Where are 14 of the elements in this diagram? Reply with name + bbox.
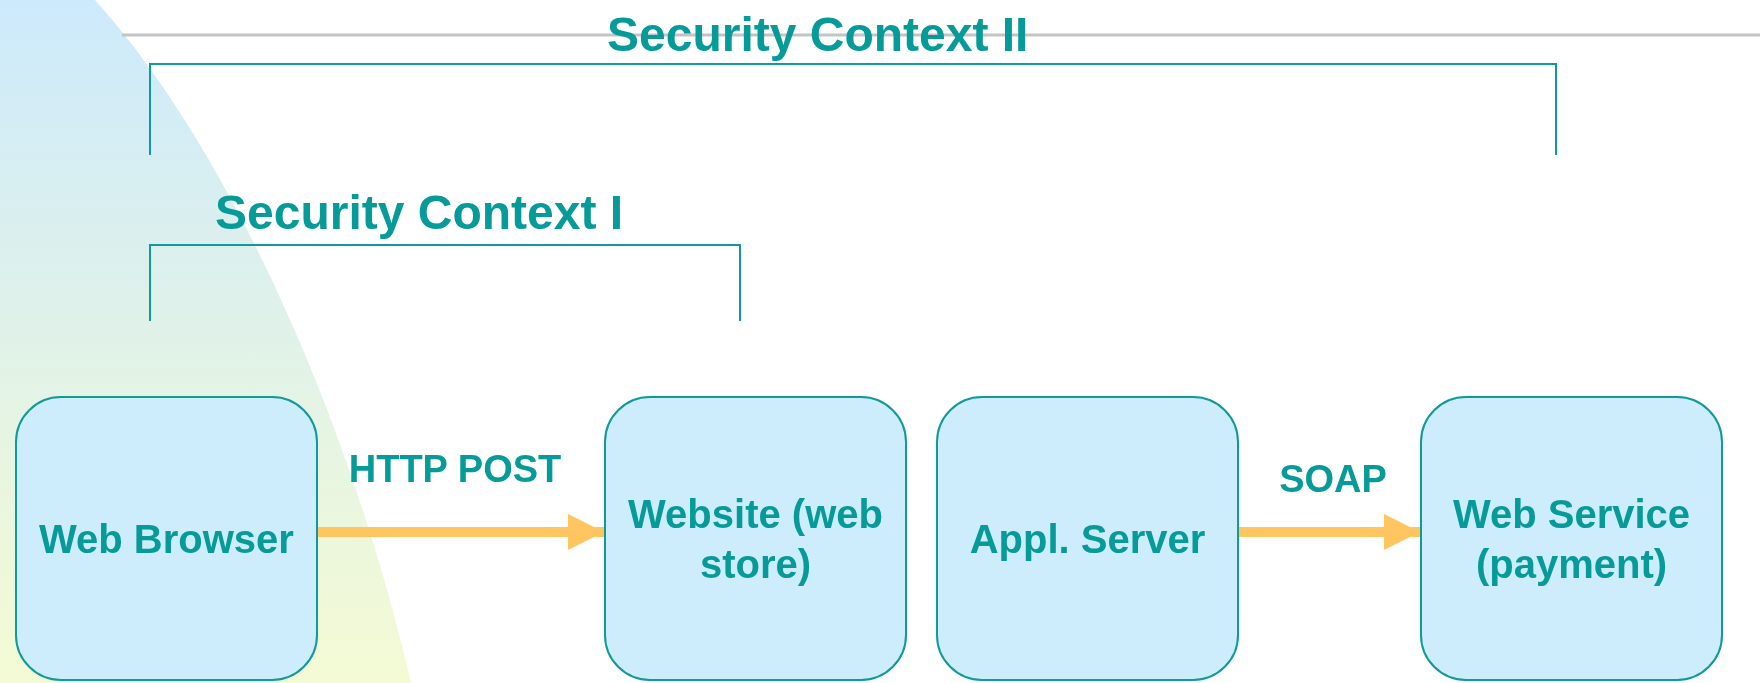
process-box	[1420, 396, 1723, 681]
context-heading: Security Context II	[607, 8, 1029, 62]
arrow	[318, 514, 604, 550]
box-label: Appl. Server	[969, 515, 1206, 563]
process-box	[604, 396, 907, 681]
box-label: Web Service (payment)	[1451, 490, 1692, 588]
box-label: Website (web store)	[627, 490, 884, 588]
process-box	[936, 396, 1239, 681]
context-heading: Security Context I	[215, 186, 624, 240]
process-box	[15, 396, 318, 681]
box-label: Web Browser	[39, 515, 294, 563]
arrow	[1239, 514, 1420, 550]
edge-label: HTTP POST	[348, 447, 562, 491]
edge-label: SOAP	[1279, 457, 1387, 501]
